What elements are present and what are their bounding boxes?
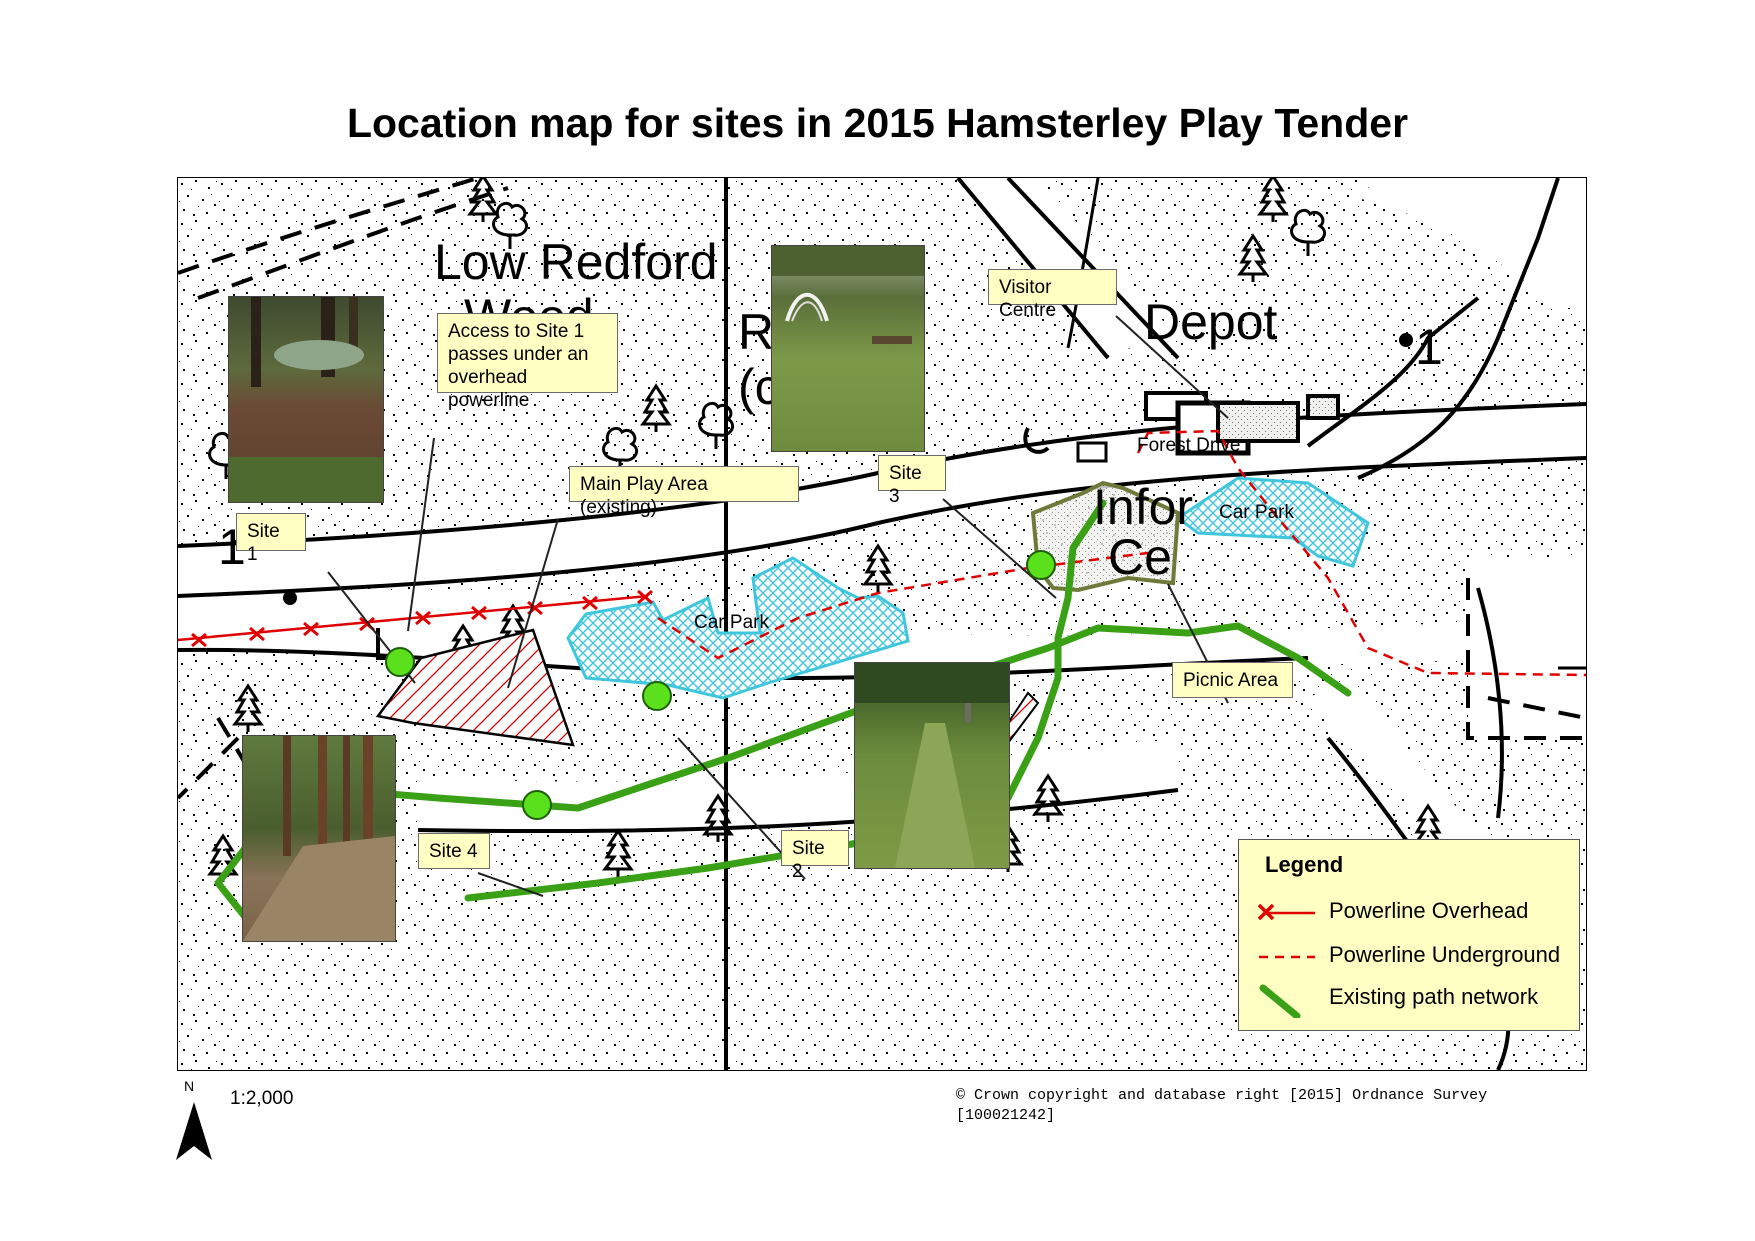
photo-site-4-art	[243, 736, 395, 941]
car-park-area-2[interactable]	[1175, 476, 1370, 568]
callout-site-2[interactable]: Site 2	[781, 830, 849, 882]
callout-visitor-centre[interactable]: Visitor Centre	[988, 269, 1117, 321]
site-markers[interactable]	[385, 550, 1056, 820]
label-ce-partial: Ce	[1108, 529, 1172, 585]
photo-site-2-art	[855, 663, 1009, 868]
photo-site-3-art	[772, 246, 924, 344]
legend-label-powerline-underground: Powerline Underground	[1329, 942, 1561, 967]
copyright-notice: © Crown copyright and database right [20…	[956, 1087, 1488, 1124]
legend-item-powerline-underground: Powerline Underground	[1239, 936, 1579, 976]
photo-site-3[interactable]	[771, 245, 925, 452]
label-r-partial: R	[738, 304, 775, 360]
label-num-1a: 1	[1415, 319, 1443, 375]
label-low-redford: Low Redford	[434, 234, 718, 290]
map-legend: Legend Powerline Overhead Powerline Unde…	[1238, 839, 1580, 1031]
legend-item-powerline-overhead: Powerline Overhead	[1239, 892, 1579, 932]
photo-site-2[interactable]	[854, 662, 1010, 869]
legend-title: Legend	[1265, 852, 1344, 877]
site-4-marker	[522, 790, 552, 820]
photo-site-1-art	[229, 297, 383, 502]
callout-site-1[interactable]: Site 1	[236, 513, 306, 565]
legend-label-existing-path: Existing path network	[1329, 984, 1539, 1009]
label-car-park-2: Car Park	[1219, 502, 1294, 523]
callout-access-site-1[interactable]: Access to Site 1 passes under an overhea…	[437, 313, 618, 411]
label-forest-drive: Forest Drive	[1137, 435, 1241, 456]
callout-site-3[interactable]: Site 3	[878, 455, 946, 507]
north-letter: N	[184, 1078, 195, 1094]
label-infor-partial: Infor	[1093, 479, 1194, 535]
powerline-overhead	[178, 589, 653, 648]
site-1-marker	[385, 647, 415, 677]
photo-site-1[interactable]	[228, 296, 384, 503]
legend-label-powerline-overhead: Powerline Overhead	[1329, 898, 1529, 923]
map-frame[interactable]: Low Redford Wood Depot R (c Infor Ce 1 1…	[177, 177, 1587, 1071]
site-3-marker	[1026, 550, 1056, 580]
callout-main-play-area[interactable]: Main Play Area (existing)	[569, 466, 799, 518]
map-scale: 1:2,000	[230, 1088, 294, 1109]
site-2-marker	[642, 681, 672, 711]
powerline-underground-swatch	[1259, 955, 1315, 959]
depot-buildings	[283, 333, 1413, 660]
map-title: Location map for sites in 2015 Hamsterle…	[346, 100, 1409, 146]
callout-picnic-area[interactable]: Picnic Area	[1172, 662, 1293, 698]
north-arrow-icon	[176, 1102, 212, 1160]
photo-site-4[interactable]	[242, 735, 396, 942]
legend-item-existing-path: Existing path network	[1239, 978, 1579, 1018]
powerline-overhead-swatch	[1257, 903, 1315, 921]
existing-path-swatch	[1259, 984, 1301, 1018]
label-car-park-1: Car Park	[694, 612, 769, 633]
callout-site-4[interactable]: Site 4	[418, 833, 490, 869]
label-depot: Depot	[1144, 294, 1278, 350]
main-play-area[interactable]	[375, 628, 575, 747]
